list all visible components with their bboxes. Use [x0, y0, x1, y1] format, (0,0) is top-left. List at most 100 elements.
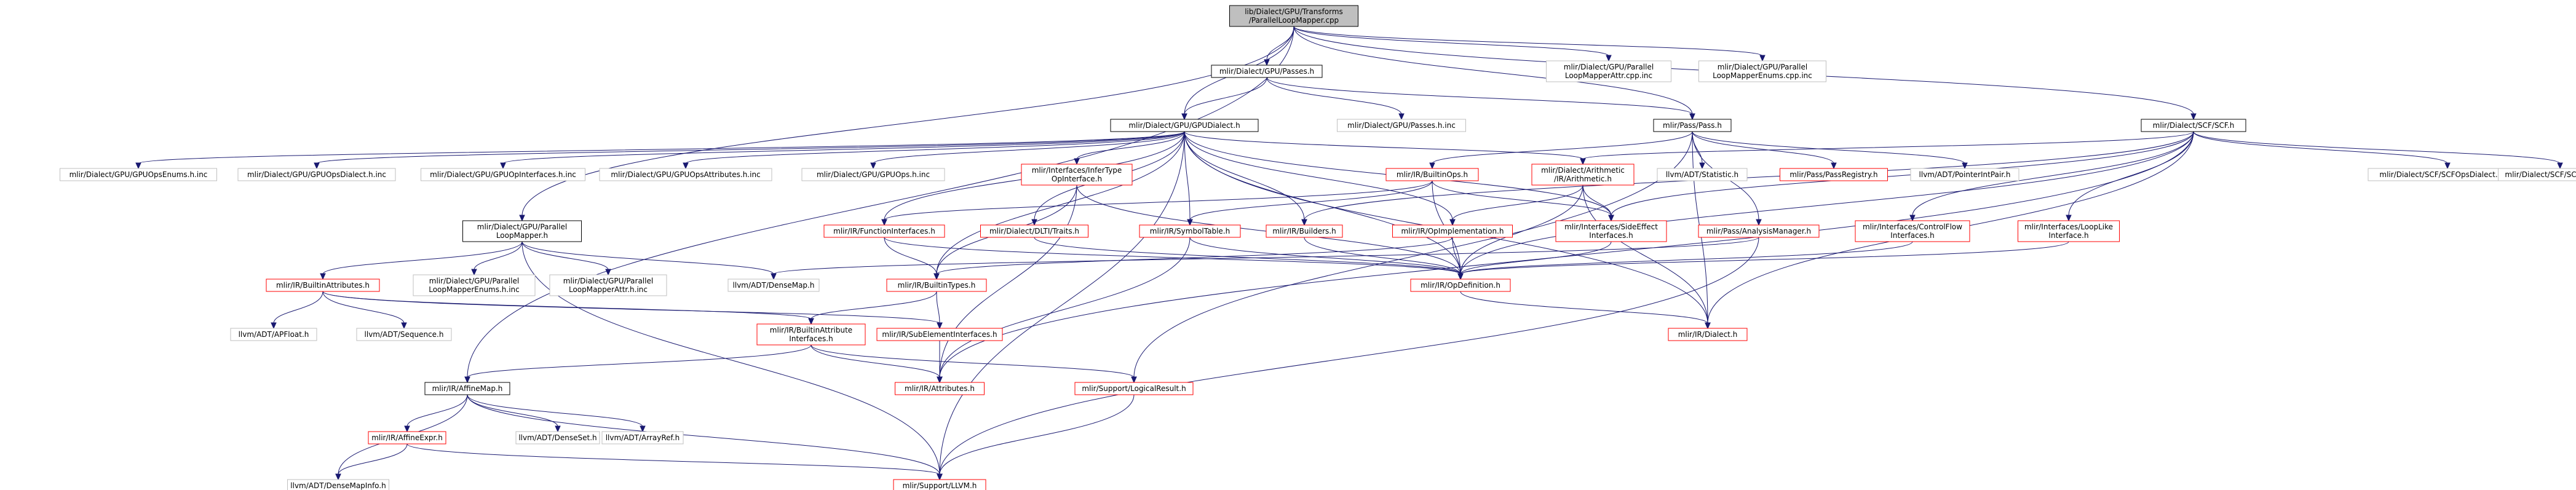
node-label: LoopMapperAttr.h.inc: [569, 285, 648, 294]
node-pass-registry[interactable]: mlir/Pass/PassRegistry.h: [1780, 168, 1888, 181]
edge-mapper-to-enums_h_inc: [471, 241, 523, 276]
node-label: mlir/Interfaces/LoopLike: [2024, 223, 2113, 231]
node-sub-element[interactable]: mlir/IR/SubElementInterfaces.h: [876, 328, 1003, 341]
edge-sub_element-to-attributes: [937, 341, 943, 384]
node-box: [599, 168, 772, 181]
node-affine-map[interactable]: mlir/IR/AffineMap.h: [424, 382, 510, 395]
edge-gpu_dialect-to-arith: [1184, 131, 1586, 165]
node-op-impl[interactable]: mlir/IR/OpImplementation.h: [1392, 224, 1513, 238]
node-box: [424, 382, 510, 395]
edge-arith-to-op_impl: [1449, 184, 1583, 226]
node-label: LoopMapperEnums.cpp.inc: [1713, 71, 1812, 80]
node-label: mlir/IR/SymbolTable.h: [1150, 227, 1230, 235]
node-label: mlir/Support/LogicalResult.h: [1082, 384, 1186, 393]
node-box: [1555, 220, 1667, 242]
edge-builtin_types-to-sub_element: [936, 291, 943, 330]
edge-gpu_passes-to-gpu_dialect: [1181, 77, 1267, 121]
edge-scf-to-scf_ops_inc: [2193, 131, 2563, 170]
node-dlti[interactable]: mlir/Dialect/DLTI/Traits.h: [980, 224, 1088, 238]
node-function-ifaces[interactable]: mlir/IR/FunctionInterfaces.h: [823, 224, 945, 238]
node-logical-result[interactable]: mlir/Support/LogicalResult.h: [1074, 382, 1194, 395]
node-attributes[interactable]: mlir/IR/Attributes.h: [895, 382, 985, 395]
node-label: LoopMapperAttr.cpp.inc: [1565, 71, 1652, 80]
edge-scf-to-loop_like: [2066, 131, 2194, 222]
node-label: lib/Dialect/GPU/Transforms: [1245, 7, 1343, 16]
node-box: [549, 274, 667, 296]
node-box: [1910, 168, 2019, 181]
node-box: [421, 168, 585, 181]
node-scf[interactable]: mlir/Dialect/SCF/SCF.h: [2141, 119, 2246, 132]
edge-gpu_dialect-to-ops_dialect_inc: [314, 131, 1185, 170]
node-label: mlir/IR/AffineMap.h: [432, 384, 503, 393]
edge-builtin_ops-to-symbol_table: [1187, 180, 1433, 226]
node-builtin-attrs[interactable]: mlir/IR/BuiltinAttributes.h: [266, 279, 380, 292]
node-pointer-int-pair: llvm/ADT/PointerIntPair.h: [1910, 168, 2019, 181]
node-builtin-ops[interactable]: mlir/IR/BuiltinOps.h: [1385, 168, 1479, 181]
node-label: llvm/ADT/PointerIntPair.h: [1919, 170, 2011, 179]
node-label: mlir/Dialect/Arithmetic: [1541, 166, 1625, 175]
node-label: llvm/ADT/DenseMapInfo.h: [290, 481, 386, 490]
node-label: OpInterface.h: [1052, 175, 1102, 183]
node-box: [1531, 164, 1635, 186]
node-symbol-table[interactable]: mlir/IR/SymbolTable.h: [1139, 224, 1241, 238]
node-label: mlir/Dialect/GPU/Parallel: [429, 277, 519, 285]
edge-builtin_types-to-builtin_attr_ifaces: [808, 291, 937, 325]
edge-scf-to-control_flow: [1909, 131, 2194, 222]
node-arith[interactable]: mlir/Dialect/Arithmetic/IR/Arithmetic.h: [1531, 164, 1635, 186]
edge-scf-to-arith: [1580, 131, 2194, 165]
node-dialect[interactable]: mlir/IR/Dialect.h: [1668, 328, 1748, 341]
node-label: mlir/Dialect/GPU/GPUOpsEnums.h.inc: [69, 170, 208, 179]
node-gpu-ops-inc: mlir/Dialect/GPU/GPUOps.h.inc: [801, 168, 945, 181]
edge-loop_like-to-op_definition: [1457, 241, 2069, 280]
node-label: LoopMapperEnums.h.inc: [429, 285, 520, 294]
node-box: [756, 323, 866, 346]
edges-layer: [135, 26, 2563, 481]
node-label: Interfaces.h: [1589, 231, 1633, 240]
node-dense-set: llvm/ADT/DenseSet.h: [515, 431, 600, 445]
node-box: [1780, 168, 1888, 181]
edge-op_impl-to-builtin_types: [933, 237, 1453, 280]
node-box: [1546, 60, 1671, 82]
node-label: mlir/IR/BuiltinOps.h: [1397, 170, 1468, 179]
node-mapper[interactable]: mlir/Dialect/GPU/ParallelLoopMapper.h: [462, 220, 582, 242]
node-box: [462, 220, 582, 242]
node-dense-map: llvm/ADT/DenseMap.h: [727, 279, 820, 292]
edge-arith-to-side_effect: [1582, 184, 1614, 222]
node-pass[interactable]: mlir/Pass/Pass.h: [1653, 119, 1732, 132]
node-llvm-h[interactable]: mlir/Support/LLVM.h: [893, 479, 986, 490]
node-builders[interactable]: mlir/IR/Builders.h: [1266, 224, 1343, 238]
edge-scf-to-scf_dialect_inc: [2193, 131, 2451, 170]
edge-mapper-to-builtin_attrs: [320, 241, 523, 280]
edge-builtin_attr_ifaces-to-attributes: [810, 344, 943, 384]
node-affine-expr[interactable]: mlir/IR/AffineExpr.h: [368, 431, 446, 445]
node-analysis-mgr[interactable]: mlir/Pass/AnalysisManager.h: [1698, 224, 1820, 238]
edge-pass-to-pass_registry: [1692, 131, 1837, 170]
node-box: [893, 479, 986, 490]
node-label: /ParallelLoopMapper.cpp: [1249, 16, 1339, 25]
node-box: [60, 168, 217, 181]
edge-gpu_dialect-to-gpu_ops_inc: [870, 131, 1185, 170]
node-box: [2141, 119, 2246, 132]
node-label: Interfaces.h: [789, 334, 833, 343]
node-op-definition[interactable]: mlir/IR/OpDefinition.h: [1410, 279, 1511, 292]
node-box: [823, 224, 945, 238]
edge-builders-to-op_definition: [1304, 237, 1464, 280]
node-box: [368, 431, 446, 445]
edge-builtin_attr_ifaces-to-logical_result: [810, 344, 1137, 384]
node-gpu-dialect[interactable]: mlir/Dialect/GPU/GPUDialect.h: [1110, 119, 1259, 132]
edge-analysis_mgr-to-dense_map: [771, 237, 1759, 280]
node-label: mlir/IR/Attributes.h: [905, 384, 975, 393]
node-label: mlir/Dialect/GPU/GPUOpsDialect.h.inc: [247, 170, 386, 179]
node-label: mlir/Dialect/SCF/SCF.h: [2153, 121, 2235, 130]
node-gpu-passes[interactable]: mlir/Dialect/GPU/Passes.h: [1211, 65, 1323, 78]
node-label: mlir/Pass/AnalysisManager.h: [1706, 227, 1811, 235]
node-builtin-types[interactable]: mlir/IR/BuiltinTypes.h: [886, 279, 987, 292]
node-box: [1266, 224, 1343, 238]
node-box: [413, 274, 536, 296]
node-root[interactable]: lib/Dialect/GPU/Transforms/ParallelLoopM…: [1229, 5, 1358, 27]
